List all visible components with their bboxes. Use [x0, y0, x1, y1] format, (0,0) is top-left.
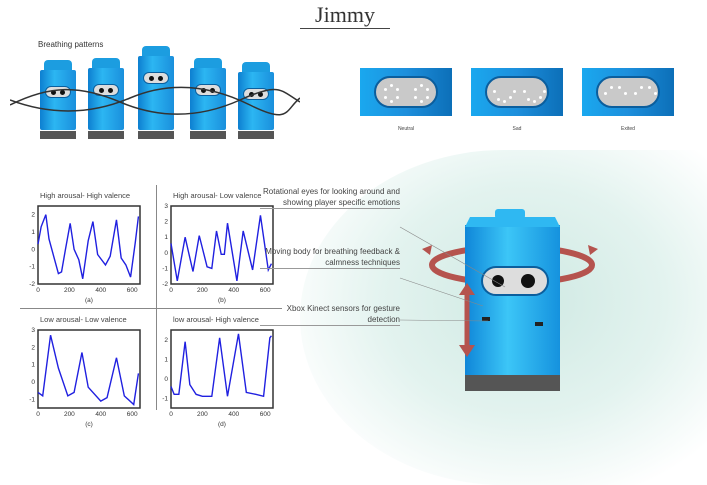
- y-tick-label: -2: [162, 281, 168, 288]
- y-tick-label: -1: [29, 396, 35, 403]
- page-title: Jimmy: [300, 2, 390, 29]
- y-tick-label: 0: [164, 376, 168, 383]
- x-tick-label: 400: [95, 287, 106, 294]
- y-tick-label: 0: [31, 379, 35, 386]
- chart-1: 0 200 400 600 -2 -1 0 1 2 3 (b): [162, 203, 274, 304]
- chart-title: High arousal- High valence: [40, 191, 131, 200]
- plot-frame: [37, 329, 141, 409]
- x-tick-label: 0: [36, 411, 40, 418]
- annotation-kinect: Xbox Kinect sensors for gesture detectio…: [260, 303, 400, 326]
- y-tick-label: -2: [29, 281, 35, 288]
- x-tick-label: 600: [127, 411, 138, 418]
- x-tick-label: 400: [95, 411, 106, 418]
- chart-2: 0 200 400 600 -1 0 1 2 3 (c): [29, 327, 141, 428]
- x-tick-label: 200: [64, 411, 75, 418]
- chart-title: low arousal- High valence: [173, 315, 259, 324]
- robot-eyes: [143, 72, 169, 84]
- face-label: Sad: [512, 126, 522, 132]
- breathing-robot: [190, 58, 226, 139]
- breathing-robot: [88, 58, 124, 139]
- y-tick-label: 0: [31, 246, 35, 253]
- face-label: Exited: [621, 126, 635, 132]
- x-tick-label: 200: [64, 287, 75, 294]
- eye-face-neutral: [360, 68, 452, 116]
- chart-caption: (b): [218, 297, 226, 304]
- series-line: [37, 214, 140, 279]
- y-tick-label: 2: [31, 212, 35, 219]
- y-tick-label: -1: [162, 395, 168, 402]
- plot-frame: [37, 205, 141, 285]
- series-line: [37, 335, 140, 406]
- breathing-robot: [238, 62, 274, 139]
- vertical-divider: [156, 185, 157, 410]
- x-tick-label: 400: [228, 411, 239, 418]
- horizontal-divider: [20, 308, 282, 309]
- x-tick-label: 600: [260, 411, 271, 418]
- robot-eyes: [481, 266, 549, 296]
- y-tick-label: 3: [31, 327, 35, 334]
- robot-eyes: [93, 84, 119, 96]
- x-tick-label: 200: [197, 411, 208, 418]
- chart-title: High arousal- Low valence: [173, 191, 262, 200]
- y-tick-label: 2: [164, 337, 168, 344]
- y-tick-label: 1: [31, 229, 35, 236]
- jimmy-robot-render: [422, 209, 598, 391]
- eye-face-sad: [471, 68, 563, 116]
- y-tick-label: 0: [164, 250, 168, 257]
- annotation-body: Moving body for breathing feedback & cal…: [260, 246, 400, 269]
- x-tick-label: 0: [169, 287, 173, 294]
- x-tick-label: 400: [228, 287, 239, 294]
- breathing-patterns-label: Breathing patterns: [38, 40, 104, 49]
- x-tick-label: 600: [127, 287, 138, 294]
- face-label: Neutral: [397, 126, 415, 132]
- y-tick-label: 2: [164, 219, 168, 226]
- breathing-wave: [10, 86, 300, 116]
- y-tick-label: -1: [162, 265, 168, 272]
- chart-caption: (a): [85, 297, 93, 304]
- x-tick-label: 0: [36, 287, 40, 294]
- eye-face-exited: [582, 68, 674, 116]
- series-line: [170, 333, 272, 398]
- x-tick-label: 200: [197, 287, 208, 294]
- y-tick-label: -1: [29, 264, 35, 271]
- annotation-eyes: Rotational eyes for looking around and s…: [260, 186, 400, 209]
- chart-caption: (c): [85, 421, 93, 428]
- y-tick-label: 1: [31, 362, 35, 369]
- breathing-robot: [138, 46, 174, 139]
- y-tick-label: 1: [164, 234, 168, 241]
- x-tick-label: 0: [169, 411, 173, 418]
- chart-caption: (d): [218, 421, 226, 428]
- breathing-robot: [40, 60, 76, 139]
- series-line: [170, 215, 273, 282]
- chart-title: Low arousal- Low valence: [40, 315, 127, 324]
- y-tick-label: 2: [31, 344, 35, 351]
- y-tick-label: 3: [164, 203, 168, 210]
- chart-3: 0 200 400 600 -1 0 1 2 (d): [162, 329, 274, 428]
- chart-0: 0 200 400 600 -2 -1 0 1 2 (a): [29, 205, 141, 304]
- x-tick-label: 600: [260, 287, 271, 294]
- y-tick-label: 1: [164, 356, 168, 363]
